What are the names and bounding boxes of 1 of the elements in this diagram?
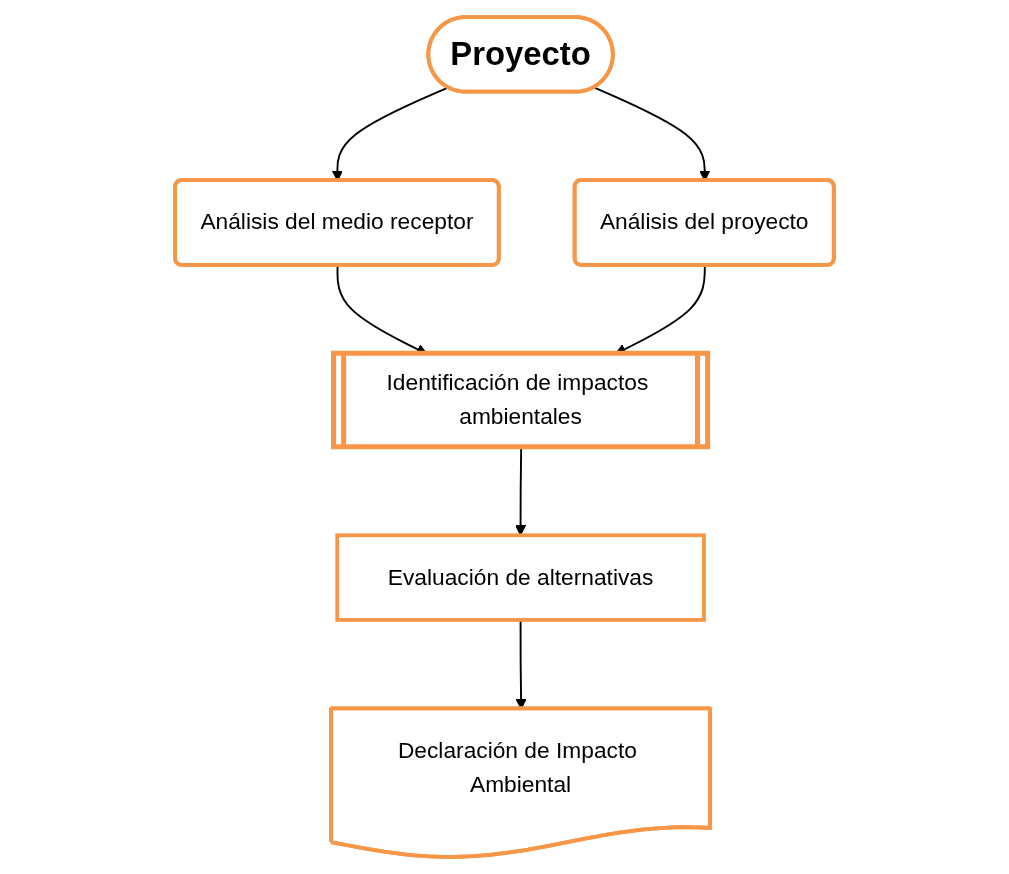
node-box: Evaluación de alternativas	[335, 533, 706, 622]
